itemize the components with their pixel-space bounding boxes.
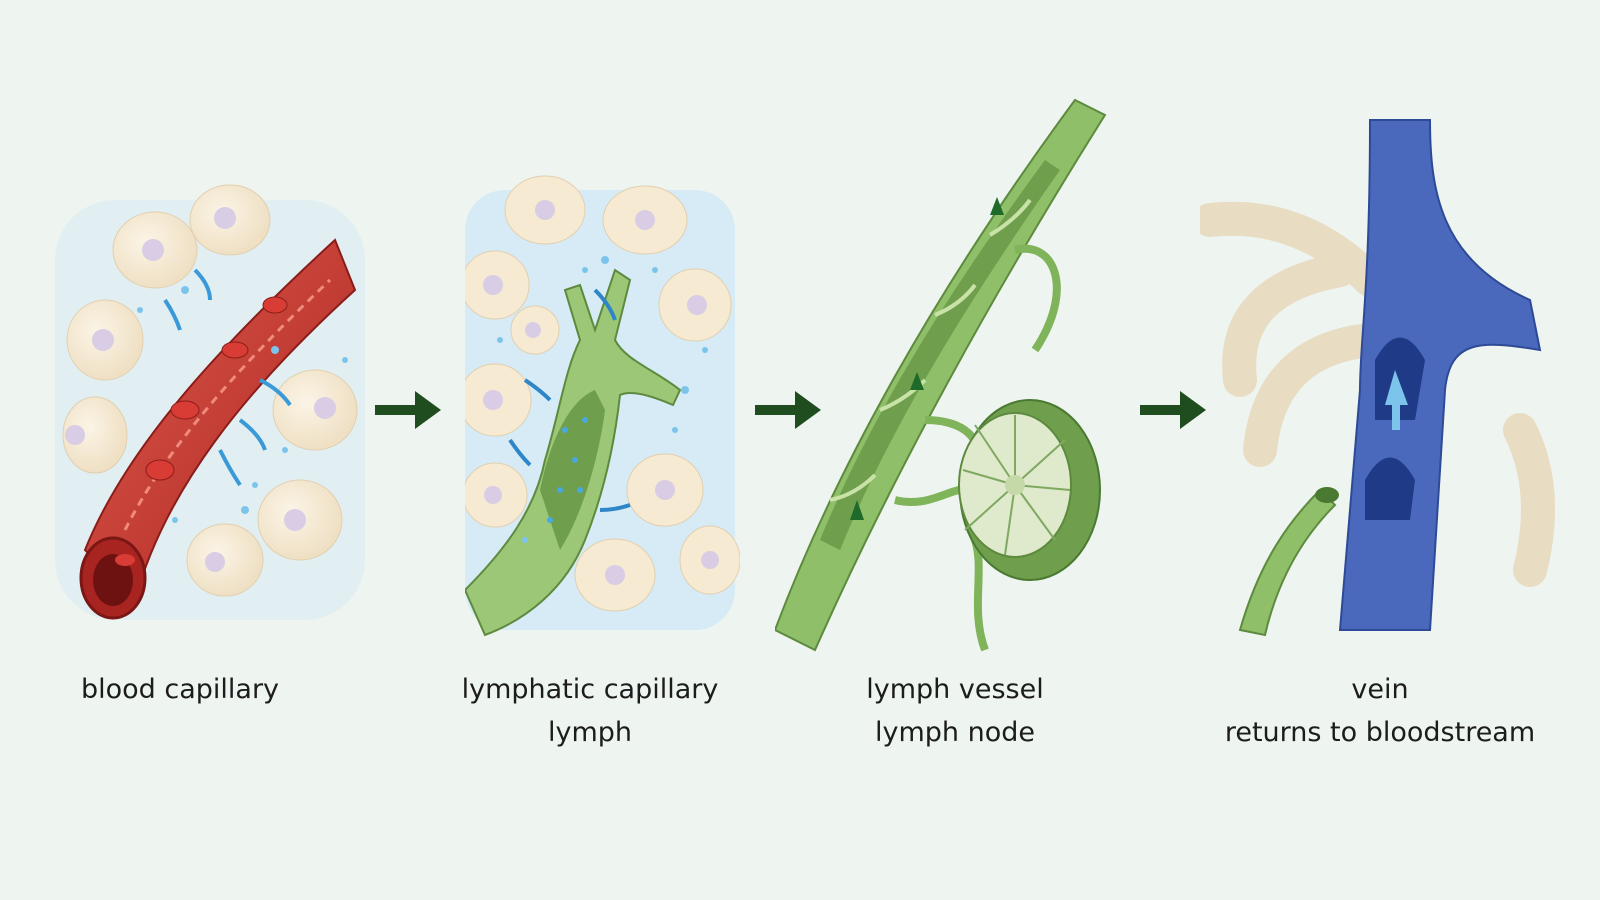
lymphatic-capillary-panel [465,90,740,660]
label-group-vein: vein returns to bloodstream [1190,668,1570,754]
flow-arrow-2 [755,385,835,435]
lymph-duct [1238,487,1339,637]
blood-capillary-panel [45,90,375,660]
lymph-capillary [465,268,682,637]
lymphatic-capillary-illustration [465,175,740,637]
right-arrow-icon [375,391,441,429]
fluid-droplets [497,256,708,543]
tissue-cells [62,184,358,597]
label-lymph-vessel: lymph vessel [866,674,1044,705]
fluid-droplets [137,286,348,523]
label-blood-capillary: blood capillary [80,674,280,705]
flow-arrow-3 [1140,385,1220,435]
lymph-vessel-illustration [775,98,1107,652]
label-returns-to-bloodstream: returns to bloodstream [1224,717,1536,748]
label-group-blood-capillary: blood capillary [60,668,300,711]
label-group-lymphatic-capillary: lymphatic capillary lymph [440,668,740,754]
vein-panel [1200,90,1580,660]
label-lymph-node: lymph node [875,717,1035,748]
fluid-arrows [508,288,631,512]
vein-vessel [1338,119,1542,631]
rib-bones [1200,201,1555,587]
label-vein: vein [1351,674,1409,705]
label-lymph: lymph [547,717,633,748]
label-lymphatic-capillary: lymphatic capillary [461,674,719,705]
lymph-vessel [775,98,1107,652]
fluid-arrows [163,268,292,487]
right-arrow-icon [1140,391,1206,429]
vein-illustration [1200,119,1555,637]
flow-arrow-1 [375,385,455,435]
lymph-node [958,399,1101,581]
right-arrow-icon [755,391,821,429]
label-group-lymph-vessel: lymph vessel lymph node [820,668,1090,754]
capillary-vessel [79,238,357,620]
lymph-vessel-panel [775,90,1135,660]
tissue-cells [465,175,740,612]
blood-capillary-illustration [55,184,365,620]
